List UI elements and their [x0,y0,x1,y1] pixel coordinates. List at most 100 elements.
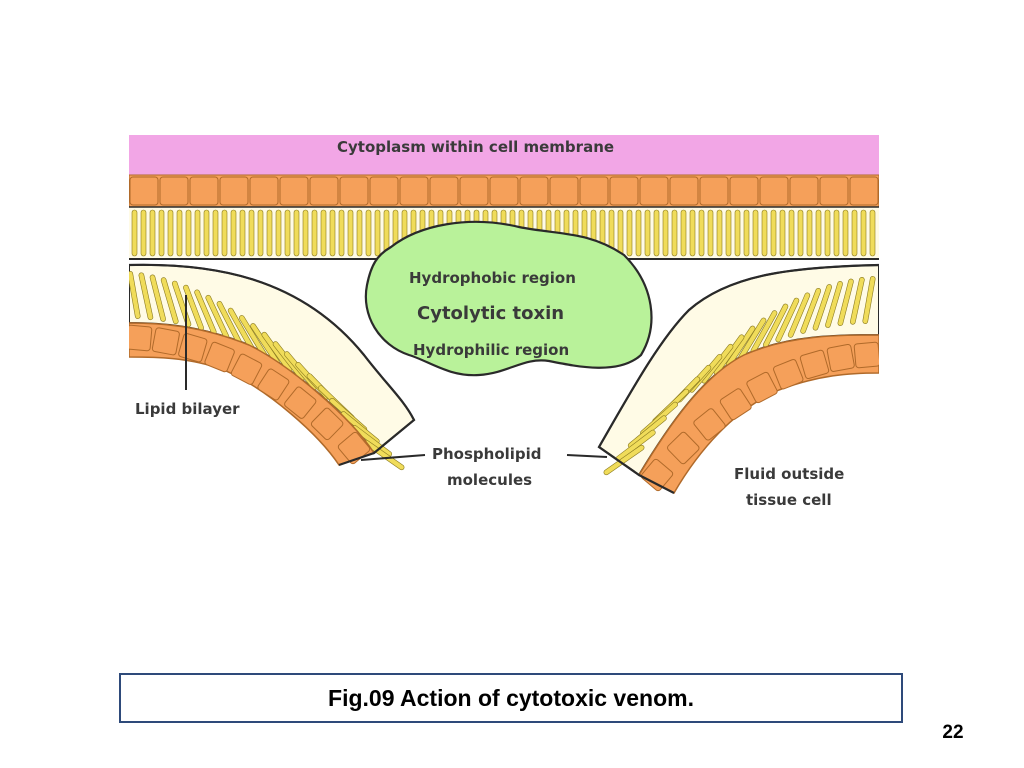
phospholipid-tail [160,277,179,325]
phospholipid-head [669,176,699,206]
hydrophobic-region-label: Hydrophobic region [409,269,576,287]
phospholipid-tail [752,209,759,257]
phospholipid-tail [320,209,327,257]
phospholipid-tail [302,209,309,257]
phospholipid-tail [311,209,318,257]
phospholipid-head [309,176,339,206]
phospholipid-pointer-right [566,454,608,458]
phospholipid-head [549,176,579,206]
phospholipid-tail [770,209,777,257]
phospholipid-tail [239,209,246,257]
phospholipid-tail [734,209,741,257]
phospholipid-tail [725,209,732,257]
figure-caption-box: Fig.09 Action of cytotoxic venom. [119,673,903,723]
cytoplasm-label: Cytoplasm within cell membrane [337,138,614,156]
phospholipid-tail [212,209,219,257]
phospholipid-tail [842,209,849,257]
phospholipid-head [667,431,700,465]
phospholipid-head [729,176,759,206]
phospholipid-head [257,368,290,401]
phospholipid-head [339,176,369,206]
right-phospholipid-heads [640,341,879,492]
phospholipid-tail [680,209,687,257]
phospholipid-head [230,353,263,385]
upper-phospholipid-tails [131,209,876,257]
phospholipid-tail [158,209,165,257]
phospholipid-tail [824,209,831,257]
phospholipid-tail [347,209,354,257]
phospholipid-tail [149,209,156,257]
lipid-bilayer-label: Lipid bilayer [135,400,240,418]
phospholipid-tail [833,209,840,257]
phospholipid-head [159,176,189,206]
phospholipid-tail [275,209,282,257]
phospholipid-head [369,176,399,206]
phospholipid-tail [815,209,822,257]
phospholipid-tail [374,209,381,257]
phospholipid-head [129,324,153,352]
phospholipid-tail [662,209,669,257]
phospholipid-tail [167,209,174,257]
cytotoxic-venom-diagram: Cytoplasm within cell membrane Hydrophob… [129,135,879,537]
phospholipid-tail [635,209,642,257]
phospholipid-tail [140,209,147,257]
phospholipid-pointer-left [360,454,426,461]
phospholipid-head [219,176,249,206]
phospholipid-tail [221,209,228,257]
phospholipid-tail [653,209,660,257]
upper-phospholipid-heads [129,176,879,206]
phospholipid-head [849,176,879,206]
phospholipid-tail [779,209,786,257]
phospholipid-tail [851,209,858,257]
cytoplasm-region [129,135,879,177]
left-lipid-bilayer [129,263,416,471]
phospholipid-tail [869,209,876,257]
phospholipid-tail [850,276,865,325]
phospholipid-head [429,176,459,206]
phospholipid-head [310,407,344,441]
phospholipid-head [746,371,778,404]
phospholipid-tail [266,209,273,257]
phospholipid-tail [800,287,822,334]
phospholipid-head [189,176,219,206]
phospholipid-head [204,341,235,373]
phospholipid-head [399,176,429,206]
phospholipid-head [773,359,804,390]
phospholipid-tail [329,209,336,257]
phospholipid-tail [284,209,291,257]
phospholipid-tail [698,209,705,257]
phospholipid-tail [129,271,141,319]
phospholipid-head [759,176,789,206]
phospholipid-head [699,176,729,206]
phospholipid-tail [707,209,714,257]
phospholipid-tail [176,209,183,257]
fluid-outside-label-line2: tissue cell [746,491,832,509]
phospholipid-tail [787,292,811,338]
phospholipid-label-line1: Phospholipid [432,445,542,463]
right-phospholipid-tails [603,276,876,476]
phospholipid-tail [138,272,154,321]
phospholipid-head [640,458,674,492]
phospholipid-head [279,176,309,206]
phospholipid-tail [185,209,192,257]
phospholipid-head [609,176,639,206]
phospholipid-label-line2: molecules [447,471,532,489]
phospholipid-head [489,176,519,206]
phospholipid-head [826,343,855,372]
phospholipid-tail [860,209,867,257]
phospholipid-tail [230,209,237,257]
toxin-label: Cytolytic toxin [417,303,564,324]
phospholipid-head [693,408,726,441]
phospholipid-tail [293,209,300,257]
phospholipid-tail [812,284,832,331]
phospholipid-head [519,176,549,206]
phospholipid-tail [743,209,750,257]
phospholipid-tail [149,274,166,322]
phospholipid-tail [194,209,201,257]
phospholipid-head [151,327,180,356]
right-lipid-bilayer [597,263,879,494]
phospholipid-tail [761,209,768,257]
phospholipid-tail [617,209,624,257]
phospholipid-tail [257,209,264,257]
figure-caption: Fig.09 Action of cytotoxic venom. [328,684,694,711]
